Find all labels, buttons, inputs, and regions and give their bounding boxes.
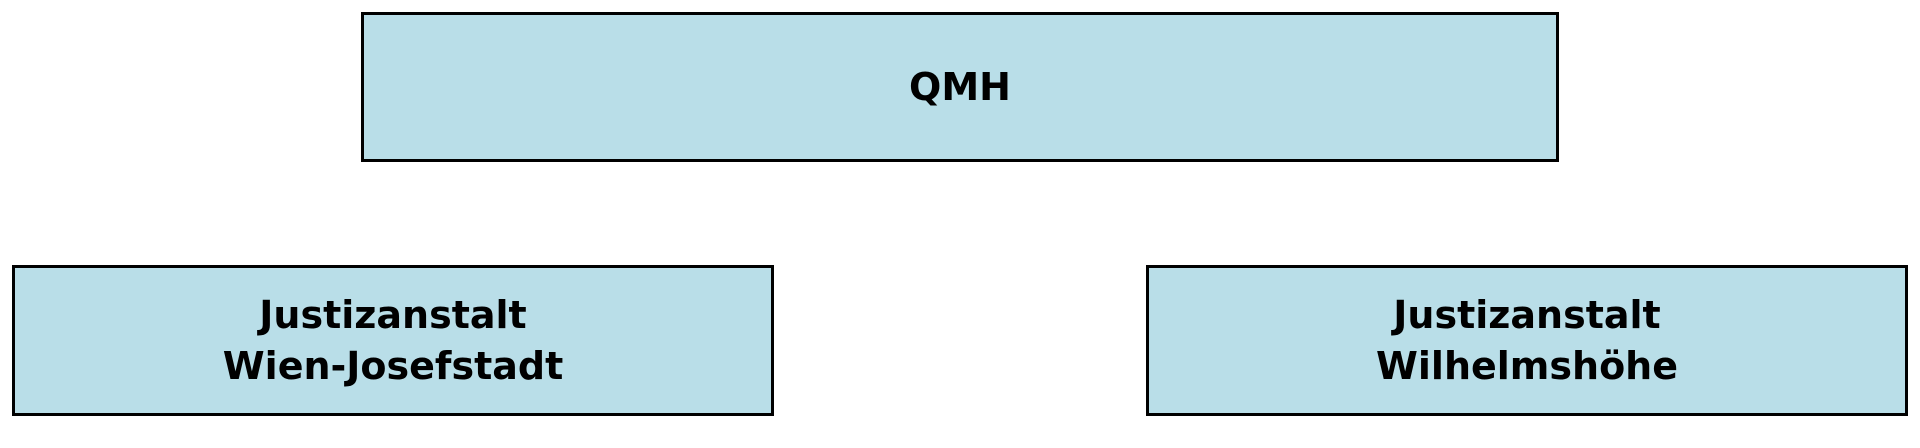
node-justizanstalt-wilhelmshoehe: Justizanstalt Wilhelmshöhe: [1146, 265, 1908, 416]
node-right-label-line-1: Justizanstalt: [1393, 292, 1661, 337]
node-left-label-line-1: Justizanstalt: [259, 292, 527, 337]
node-right-label-line-2: Wilhelmshöhe: [1375, 343, 1678, 388]
node-justizanstalt-wien-josefstadt: Justizanstalt Wien-Josefstadt: [12, 265, 774, 416]
node-left-label-line-2: Wien-Josefstadt: [222, 343, 564, 388]
node-left-label: Justizanstalt Wien-Josefstadt: [223, 290, 564, 391]
node-right-label: Justizanstalt Wilhelmshöhe: [1376, 290, 1678, 391]
node-qmh: QMH: [361, 12, 1559, 162]
node-qmh-label-line: QMH: [909, 64, 1011, 109]
node-qmh-label: QMH: [909, 62, 1011, 113]
